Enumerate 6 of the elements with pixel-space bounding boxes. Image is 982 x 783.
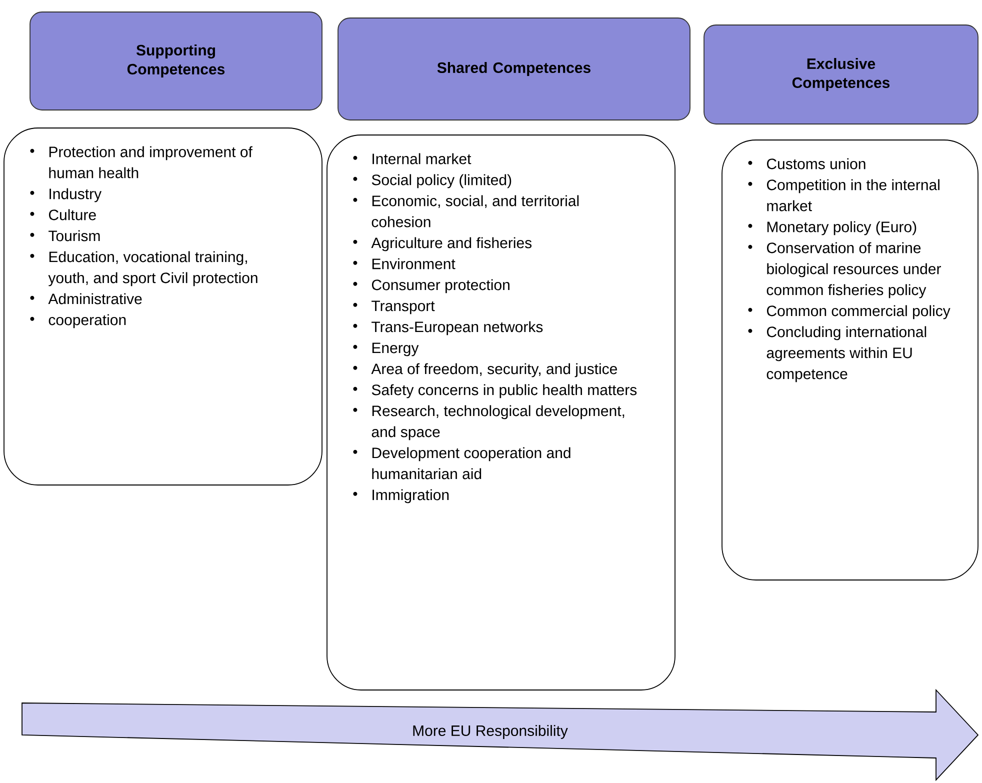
list-box: Protection and improvement of human health Industry Culture Tourism Education, vocational training, youth, and sport Civil protection Administrative cooperation bbox=[4, 128, 322, 486]
header-box: Exclusive Competences bbox=[704, 24, 978, 124]
list-box: Internal market Social policy (limited) Economic, social, and territorial cohesion Agriculture and fisheries Environment Consumer protection Transport Trans-European networks Energy Area of freedom, security, and justice Safety concerns in public health matters Research, technological development, and space Development cooperation and humanitarian aid Immigration bbox=[326, 134, 676, 690]
header-box: Shared Competences bbox=[338, 18, 690, 120]
list-box: Customs union Competition in the internal market Monetary policy (Euro) Conservation of marine biological resources under common fisheries policy Common commercial policy Concluding international agreements within EU competence bbox=[722, 140, 978, 580]
header-box: Supporting Competences bbox=[30, 12, 322, 110]
